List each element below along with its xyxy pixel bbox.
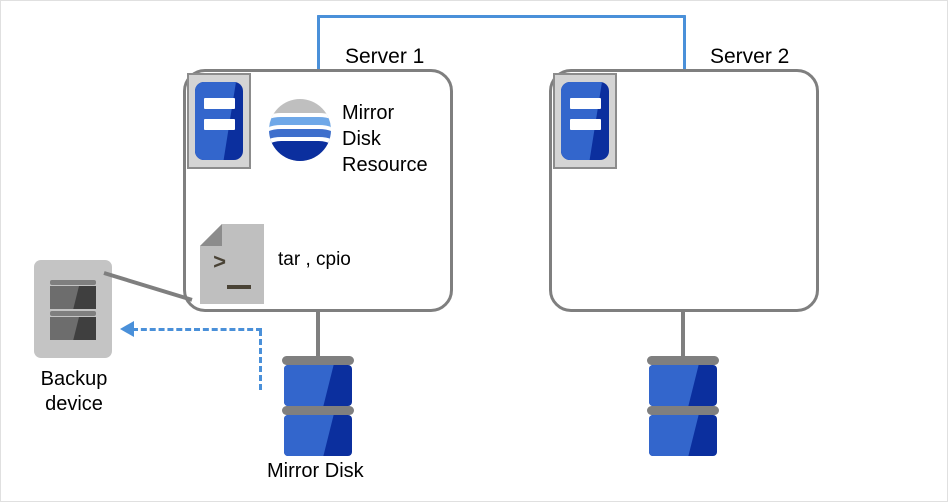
disk-block — [649, 365, 717, 406]
backup-device-label: Backup device — [40, 368, 108, 415]
dashed-arrow-left-icon — [120, 321, 134, 337]
server-machine-bar-bottom — [204, 119, 235, 130]
document-fold-corner — [200, 224, 222, 246]
disk-plate — [647, 356, 719, 365]
server-machine-bar-top — [570, 98, 601, 109]
server-machine-bar-top — [204, 98, 235, 109]
server-machine-body — [195, 82, 243, 160]
server-label-server2: Server 2 — [710, 45, 790, 68]
server2-disk-connector — [681, 310, 685, 358]
server-machine-icon — [187, 73, 251, 169]
disk-plate — [282, 356, 354, 365]
tar-cpio-label: tar , cpio — [278, 249, 351, 270]
server-machine-bar-bottom — [570, 119, 601, 130]
server-machine-body — [561, 82, 609, 160]
globe-wave — [269, 141, 331, 161]
disk-block — [649, 415, 717, 456]
backup-disk-plate — [50, 311, 96, 316]
disk-plate — [647, 406, 719, 415]
server1-disk-connector — [316, 310, 320, 358]
disk-stack-icon — [282, 356, 354, 466]
backup-arrow-vertical-segment — [259, 330, 262, 390]
disk-stack-icon — [647, 356, 719, 466]
disk-block — [284, 415, 352, 456]
terminal-document-icon: > — [200, 224, 264, 304]
disk-plate — [282, 406, 354, 415]
terminal-cursor-glyph — [227, 285, 251, 289]
backup-device-icon — [34, 260, 112, 358]
backup-disk-body — [50, 286, 96, 309]
server-label-server1: Server 1 — [345, 45, 425, 68]
backup-disk-plate — [50, 280, 96, 285]
document-sheet — [200, 224, 264, 304]
globe-icon — [269, 99, 331, 161]
disk-block — [284, 365, 352, 406]
mirror-disk-label: Mirror Disk — [267, 460, 364, 482]
server-machine-icon — [553, 73, 617, 169]
backup-arrow-horizontal-segment — [132, 328, 262, 331]
mirror-disk-resource-label: Mirror Disk Resource — [342, 102, 428, 176]
terminal-prompt-glyph: > — [213, 251, 227, 276]
backup-device-connector — [103, 271, 193, 302]
backup-disk-body — [50, 317, 96, 340]
server-interconnect-line — [317, 15, 686, 71]
